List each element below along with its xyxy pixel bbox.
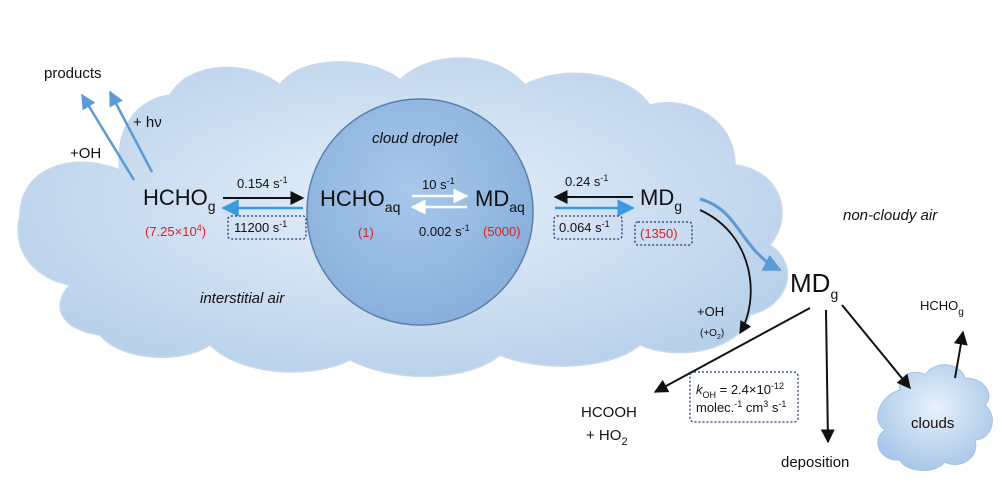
oh-label-left: +OH <box>70 145 101 162</box>
small-cloud <box>877 364 993 471</box>
hcho-formation-arrow <box>953 330 968 379</box>
hcho-g-label: HCHOg <box>143 185 216 214</box>
koh-box <box>689 371 799 423</box>
oh-label-right: +OH <box>697 304 724 319</box>
hcooh-label: HCOOH <box>581 404 637 421</box>
hcho-aq-label: HCHOaq <box>320 186 400 215</box>
oh-reaction-arrow <box>80 93 136 181</box>
hcho-release-rate-box <box>227 215 307 240</box>
hcho-uptake-rate: 0.154 s-1 <box>237 175 288 191</box>
md-uptake-rate: 0.24 s-1 <box>565 173 608 189</box>
products-label: products <box>44 65 102 82</box>
koh-rate-line1: kOH = 2.4×10-12 <box>696 381 784 400</box>
clouds-label: clouds <box>911 415 954 432</box>
hcho-release-rate: 11200 s-1 <box>234 219 287 235</box>
clouds-arrow <box>841 304 911 390</box>
deposition-label: deposition <box>781 454 849 471</box>
hcho-g-value: (7.25×104) <box>145 223 206 239</box>
md-transport-arrow <box>699 197 782 272</box>
md-oh-arrow <box>699 209 752 335</box>
md-g-label: MDg <box>640 185 682 214</box>
md-aq-value: (5000) <box>483 224 521 239</box>
interstitial-air-label: interstitial air <box>200 290 285 307</box>
hcho-aq-value: (1) <box>358 225 374 240</box>
md-release-rate: 0.064 s-1 <box>559 219 610 235</box>
cloud-droplet-label: cloud droplet <box>372 130 459 147</box>
hcooh-arrow <box>653 307 811 393</box>
md-g-value-box <box>634 221 693 246</box>
hcho-g-top-label: HCHOg <box>920 298 964 318</box>
photolysis-label: + hν <box>133 114 162 131</box>
non-cloudy-air-label: non-cloudy air <box>843 207 938 224</box>
md-g-far-label: MDg <box>790 268 838 302</box>
md-g-value: (1350) <box>640 226 678 241</box>
ho2-label: + HO2 <box>586 427 628 448</box>
koh-rate-line2: molec.-1 cm3 s-1 <box>696 399 786 415</box>
photolysis-arrow <box>108 90 154 173</box>
hydration-rate: 10 s-1 <box>422 176 455 192</box>
deposition-arrow <box>820 309 835 444</box>
md-aq-label: MDaq <box>475 186 525 215</box>
o2-label: (+O2) <box>700 328 724 341</box>
dehydration-rate: 0.002 s-1 <box>419 223 470 239</box>
